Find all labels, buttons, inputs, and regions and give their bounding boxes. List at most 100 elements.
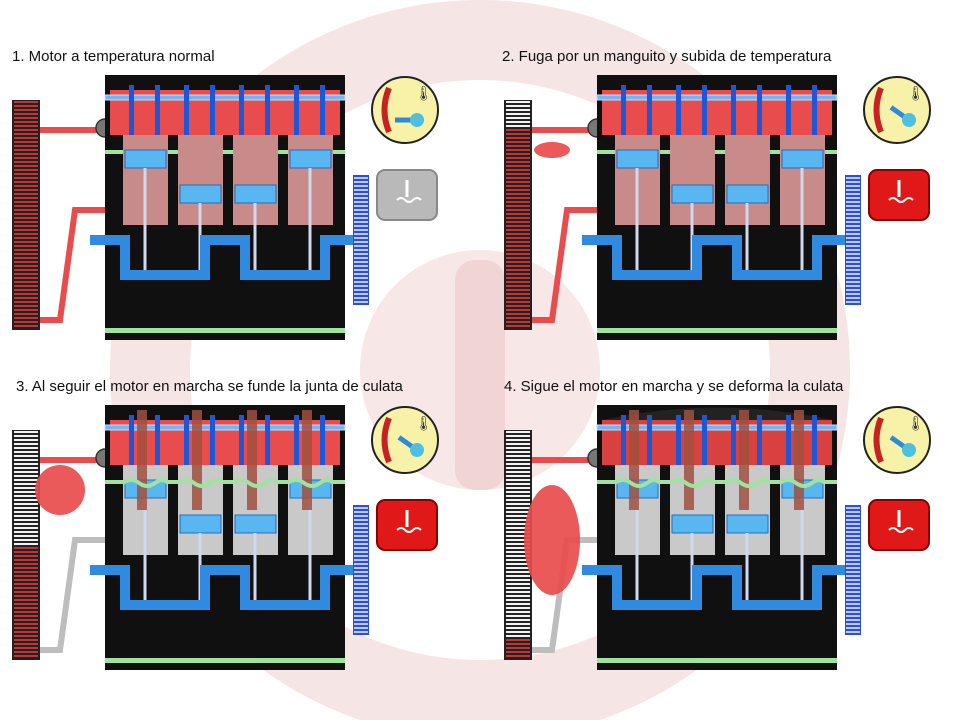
melted-gasket [121,478,170,488]
flywheel [845,175,861,305]
crankshaft [582,235,847,280]
flywheel [353,175,369,305]
melted-gasket [176,478,225,488]
panel-caption: 2. Fuga por un manguito y subida de temp… [502,48,832,65]
coolant-leak [524,485,580,595]
head-bolt [684,410,694,510]
temperature-gauge-icon: 🌡 [863,76,931,144]
gauge-hub [410,113,424,127]
piston [726,184,769,204]
flywheel-icon [353,175,369,305]
lower-hose [532,207,602,323]
valve [676,85,681,135]
head-gasket [597,150,837,154]
panel-caption: 3. Al seguir el motor en marcha se funde… [16,378,403,395]
valve [812,85,817,135]
engine-block-icon [582,405,847,670]
piston [234,184,277,204]
panel-normal-temperature: 1. Motor a temperatura normal 🌡 [0,40,480,370]
oil-pan [105,328,345,333]
head-bolt [192,410,202,510]
warped-head [602,407,832,420]
melted-gasket [778,478,827,488]
engine-diagram: 🌡 [12,405,439,670]
camshaft [596,424,838,431]
valve [786,85,791,135]
thermometer-glyph: 🌡 [415,415,433,431]
engine-diagram: 🌡 [12,75,439,340]
crankshaft [582,565,847,610]
warning-wave [396,527,422,533]
valve [702,415,707,465]
head-bolt [794,410,804,510]
valve [786,415,791,465]
oil-pan [597,328,837,333]
camshaft [104,94,346,101]
oil-pan [105,658,345,663]
gauge-hub [902,443,916,457]
melted-gasket [286,478,335,488]
valve [320,415,325,465]
camshaft [596,94,838,101]
gauge-hub [410,443,424,457]
valve [239,85,244,135]
valve [294,415,299,465]
head-gasket [105,480,345,484]
warning-wave [888,527,914,533]
valve [320,85,325,135]
oil-pan [597,658,837,663]
flywheel [845,505,861,635]
engine-diagram: 🌡 [504,405,931,670]
piston [781,149,824,169]
valve [210,415,215,465]
radiator-icon [12,100,40,330]
lower-hose [40,207,110,323]
valve [621,415,626,465]
valve [265,85,270,135]
gauge-hub [902,113,916,127]
engine-block-icon [90,405,355,670]
thermometer-glyph: 🌡 [415,85,433,101]
piston [671,514,714,534]
head-gasket [597,480,837,484]
piston [234,514,277,534]
head-bolt [137,410,147,510]
valve [621,85,626,135]
valve [155,85,160,135]
valve [155,415,160,465]
temperature-gauge-icon: 🌡 [371,406,439,474]
valve [731,415,736,465]
thermometer-glyph: 🌡 [907,85,925,101]
flywheel-icon [845,175,861,305]
radiator-icon [504,100,532,330]
flywheel [353,505,369,635]
panel-head-deformed: 4. Sigue el motor en marcha y se deforma… [492,370,960,700]
gauge-red-zone [381,86,392,134]
coolant-warning-light-icon [376,499,438,551]
coolant-warning-light-icon [376,169,438,221]
gauge-red-zone [873,86,884,134]
piston [179,184,222,204]
flywheel-icon [845,505,861,635]
valve [757,85,762,135]
temperature-gauge-icon: 🌡 [863,406,931,474]
crankshaft [90,235,355,280]
valve [184,415,189,465]
piston [726,514,769,534]
piston [289,149,332,169]
valve [184,85,189,135]
lower-hose [532,537,602,653]
valve [265,415,270,465]
melted-gasket [723,478,772,488]
flywheel-icon [353,505,369,635]
valve [702,85,707,135]
piston [671,184,714,204]
panel-head-gasket-blown: 3. Al seguir el motor en marcha se funde… [0,370,480,700]
gauge-red-zone [381,416,392,464]
melted-gasket [613,478,662,488]
panel-caption: 4. Sigue el motor en marcha y se deforma… [504,378,844,395]
thermometer-glyph: 🌡 [907,415,925,431]
warning-wave [396,197,422,203]
gauge-red-zone [873,416,884,464]
valve [210,85,215,135]
